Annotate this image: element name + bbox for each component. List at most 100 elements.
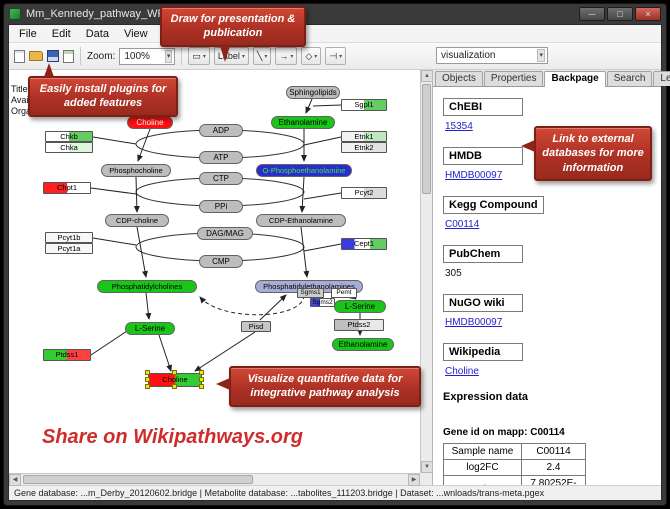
selection-handle[interactable] — [199, 384, 204, 389]
pathway-node-phosphatidylcholines[interactable]: Phosphatidylcholines — [97, 280, 197, 293]
callout-text: Easily install plugins for added feature… — [39, 83, 167, 110]
table-row: Sample name C00114 — [443, 443, 586, 460]
nugo-link[interactable]: HMDB00097 — [445, 317, 503, 328]
pathway-node-chkb[interactable]: Chkb — [45, 131, 93, 142]
scroll-right-icon[interactable]: ▶ — [408, 474, 420, 486]
import-icon[interactable] — [63, 49, 74, 63]
pathway-node-etnk2[interactable]: Etnk2 — [341, 142, 387, 153]
visualization-value: visualization — [441, 50, 496, 61]
close-button[interactable]: × — [635, 6, 661, 21]
pathway-node-ppi[interactable]: PPi — [199, 200, 243, 213]
pathway-node-sphingolipids[interactable]: Sphingolipids — [286, 86, 340, 99]
pathway-node-l-serine-right[interactable]: L-Serine — [334, 300, 386, 313]
chebi-link[interactable]: 15354 — [445, 121, 473, 132]
pathway-node-cept1[interactable]: Cept1 — [341, 238, 387, 250]
menu-data[interactable]: Data — [85, 27, 109, 40]
toolbar-separator — [181, 47, 183, 65]
pathway-node-ptdss1[interactable]: Ptdss1 — [43, 349, 91, 361]
scroll-down-icon[interactable]: ▼ — [421, 461, 433, 473]
zoom-combobox[interactable]: 100% ▾ — [119, 47, 176, 65]
menu-file[interactable]: File — [19, 27, 37, 40]
selection-handle[interactable] — [199, 377, 204, 382]
new-document-icon[interactable] — [14, 49, 25, 63]
pathway-node-ctp[interactable]: CTP — [199, 172, 243, 185]
pathway-node-pcyt2[interactable]: Pcyt2 — [341, 187, 387, 199]
pathway-node-cdp-choline[interactable]: CDP-choline — [105, 214, 169, 227]
selection-handle[interactable] — [145, 384, 150, 389]
tab-legend[interactable]: Legend — [653, 71, 670, 86]
chebi-header: ChEBI — [443, 98, 523, 116]
maximize-button[interactable]: □ — [607, 6, 633, 21]
selection-handle[interactable] — [199, 370, 204, 375]
horizontal-scrollbar-thumb[interactable] — [23, 475, 253, 484]
selection-handle[interactable] — [145, 377, 150, 382]
datanode-tool-button[interactable]: ▭▾ — [188, 47, 210, 65]
pathway-node-l-serine-left[interactable]: L-Serine — [125, 322, 175, 335]
tab-objects[interactable]: Objects — [435, 71, 483, 86]
pathway-node-pcyt1b[interactable]: Pcyt1b — [45, 232, 93, 243]
pathway-node-chka[interactable]: Chka — [45, 142, 93, 153]
titlebar[interactable]: Mm_Kennedy_pathway_WP1771_45176.gpml ─ □… — [4, 4, 666, 23]
visualization-combobox[interactable]: visualization ▾ — [436, 47, 548, 64]
pathway-node-dag-mag[interactable]: DAG/MAG — [197, 227, 253, 240]
pathway-node-chpt1[interactable]: Chpt1 — [43, 182, 91, 194]
menu-view[interactable]: View — [123, 27, 148, 40]
pathway-node-sgpl1[interactable]: Sgpl1 — [341, 99, 387, 111]
arrow-tool-button[interactable]: →▾ — [275, 47, 298, 65]
shape-tool-button[interactable]: ◇▾ — [301, 47, 322, 65]
chevron-down-icon: ▾ — [264, 53, 268, 60]
tab-properties[interactable]: Properties — [483, 71, 544, 86]
selection-handle[interactable] — [172, 384, 177, 389]
kegg-link[interactable]: C00114 — [445, 219, 480, 230]
shape-tool-icon: ◇ — [305, 50, 313, 61]
scroll-left-icon[interactable]: ◀ — [9, 474, 21, 486]
open-folder-icon[interactable] — [29, 51, 43, 61]
expression-data-table: Sample name C00114 log2FC 2.4 pvalue 7.8… — [443, 443, 586, 485]
menubar: File Edit Data View Plugins Help — [9, 25, 661, 43]
scroll-up-icon[interactable]: ▲ — [421, 70, 433, 82]
vertical-scrollbar-thumb[interactable] — [422, 84, 431, 194]
pathway-node-pcyt1a[interactable]: Pcyt1a — [45, 243, 93, 254]
chevron-down-icon: ▾ — [314, 53, 318, 60]
pathway-node-phosphocholine[interactable]: Phosphocholine — [101, 164, 171, 177]
pathway-node-sgms2[interactable]: Sgms2 — [310, 298, 335, 307]
pathway-node-pisd[interactable]: Pisd — [241, 321, 271, 332]
pathway-node-atp[interactable]: ATP — [199, 151, 243, 164]
pathway-node-ethanolamine-2[interactable]: Ethanolamine — [332, 338, 394, 351]
share-annotation-text: Share on Wikipathways.org — [42, 426, 303, 448]
minimize-button[interactable]: ─ — [579, 6, 605, 21]
line-tool-button[interactable]: ╲▾ — [252, 47, 272, 65]
gene-id-line: Gene id on mapp: C00114 — [443, 427, 565, 438]
pathway-node-ptdss2[interactable]: Ptdss2 — [334, 319, 384, 331]
chevron-down-icon[interactable]: ▾ — [537, 49, 545, 62]
vertical-scrollbar[interactable]: ▲ ▼ — [420, 70, 433, 473]
callout-text: Draw for presentation & publication — [170, 13, 296, 40]
tab-backpage[interactable]: Backpage — [544, 71, 606, 87]
pathway-node-ethanolamine[interactable]: Ethanolamine — [271, 116, 335, 129]
tab-search[interactable]: Search — [606, 71, 653, 86]
pathway-node-cdp-ethanolamine[interactable]: CDP-Ethanolamine — [256, 214, 346, 227]
pubchem-section: PubChem 305 — [443, 244, 651, 281]
horizontal-scrollbar[interactable]: ◀ ▶ — [9, 473, 420, 486]
mim-tool-button[interactable]: ⊣▾ — [325, 47, 347, 65]
app-icon — [9, 7, 21, 20]
wikipedia-header: Wikipedia — [443, 343, 523, 361]
selection-handle[interactable] — [145, 370, 150, 375]
pathway-node-pemt[interactable]: Pemt — [331, 288, 357, 298]
selection-handle[interactable] — [172, 370, 177, 375]
wikipedia-link[interactable]: Choline — [445, 366, 479, 377]
hmdb-link[interactable]: HMDB00097 — [445, 170, 503, 181]
save-icon[interactable] — [47, 50, 59, 62]
pathway-node-o-phosphoethanolamine[interactable]: O-Phosphoethanolamine — [256, 164, 352, 177]
pathway-node-etnk1[interactable]: Etnk1 — [341, 131, 387, 142]
toolbar-separator — [80, 47, 81, 65]
table-cell: Sample name — [443, 443, 522, 460]
menu-edit[interactable]: Edit — [51, 27, 71, 40]
pathway-node-adp[interactable]: ADP — [199, 124, 243, 137]
pathway-node-cmp[interactable]: CMP — [199, 255, 243, 268]
pathway-node-sgms1[interactable]: Sgms1 — [297, 288, 324, 298]
callout-pointer — [521, 140, 535, 152]
chevron-down-icon[interactable]: ▾ — [164, 49, 173, 63]
pathway-node-choline[interactable]: Choline — [127, 116, 173, 129]
